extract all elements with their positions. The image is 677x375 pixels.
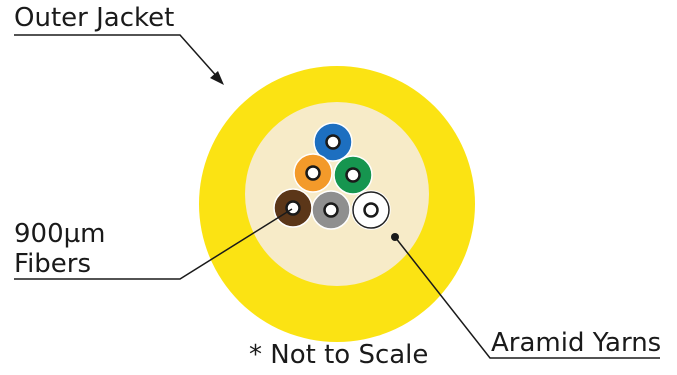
outer-jacket-label: Outer Jacket (14, 3, 175, 33)
outer-jacket-leader-line (14, 34, 221, 81)
outer-jacket-arrowhead (210, 71, 224, 85)
not-to-scale-note: * Not to Scale (249, 340, 429, 370)
fiber-core-orange (305, 165, 321, 181)
aramid-yarns-label: Aramid Yarns (491, 328, 662, 358)
fibers-label-line1: 900µm (14, 219, 106, 249)
fiber-green (333, 155, 373, 195)
fiber-core-blue (325, 134, 341, 150)
fiber-orange (293, 153, 333, 193)
fiber-core-brown (285, 200, 301, 216)
fibers-label: 900µm Fibers (14, 219, 106, 279)
fibers-leader-line (14, 208, 293, 280)
aramid-leader-line (394, 236, 660, 359)
fiber-core-white (363, 202, 379, 218)
fiber-white (351, 190, 391, 230)
fiber-core-green (345, 167, 361, 183)
fibers-label-line2: Fibers (14, 249, 92, 279)
fiber-core-gray (323, 202, 339, 218)
fiber-blue (313, 122, 353, 162)
fiber-brown (273, 188, 313, 228)
fiber-gray (311, 190, 351, 230)
fiber-outline-white (352, 191, 390, 229)
fiber-bundle (273, 122, 391, 230)
